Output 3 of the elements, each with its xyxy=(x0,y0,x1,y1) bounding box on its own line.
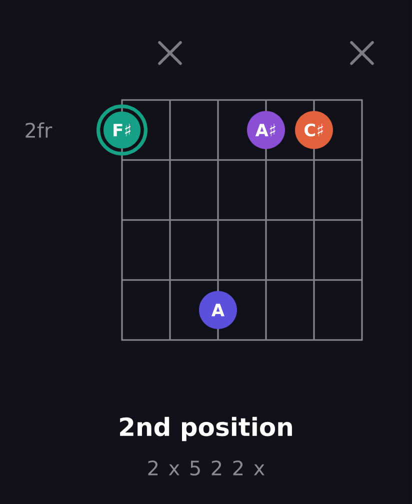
fret-number: 2fr xyxy=(26,122,52,138)
title: 2nd position xyxy=(120,416,292,442)
fingering-text: 2 x 5 2 2 x xyxy=(148,460,264,476)
